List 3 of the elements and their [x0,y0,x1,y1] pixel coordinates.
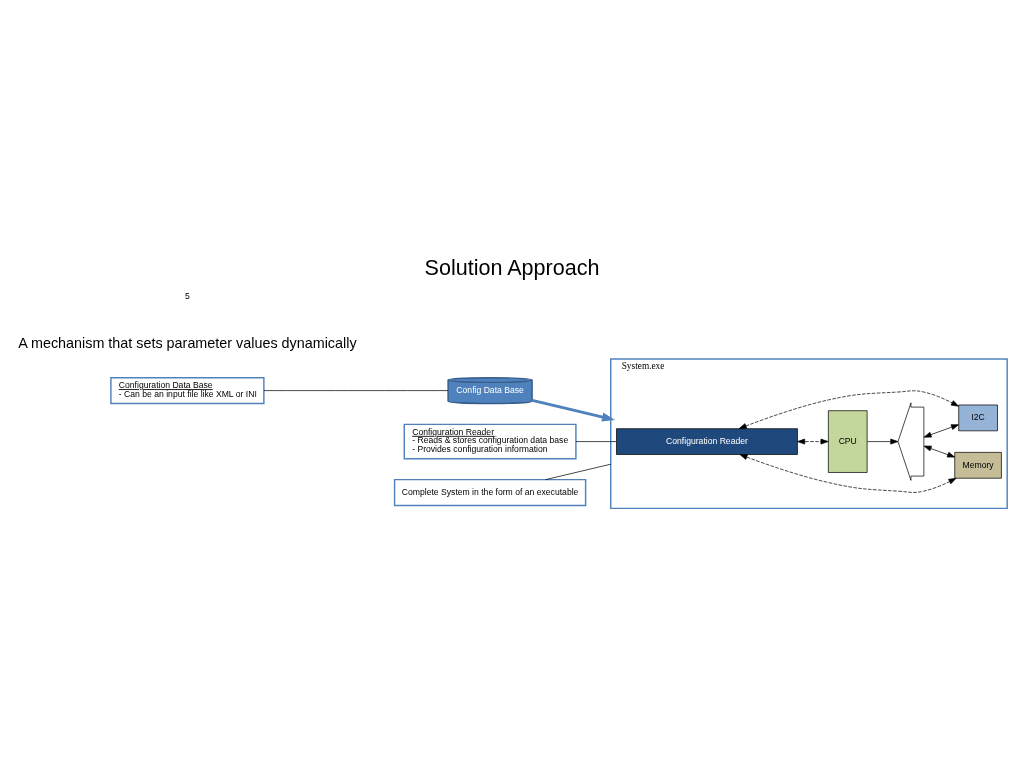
label: A mechanism that sets parameter values dynamically [18,334,357,351]
diagram-title: Solution Approach [424,255,600,280]
label: 5 [184,290,190,301]
